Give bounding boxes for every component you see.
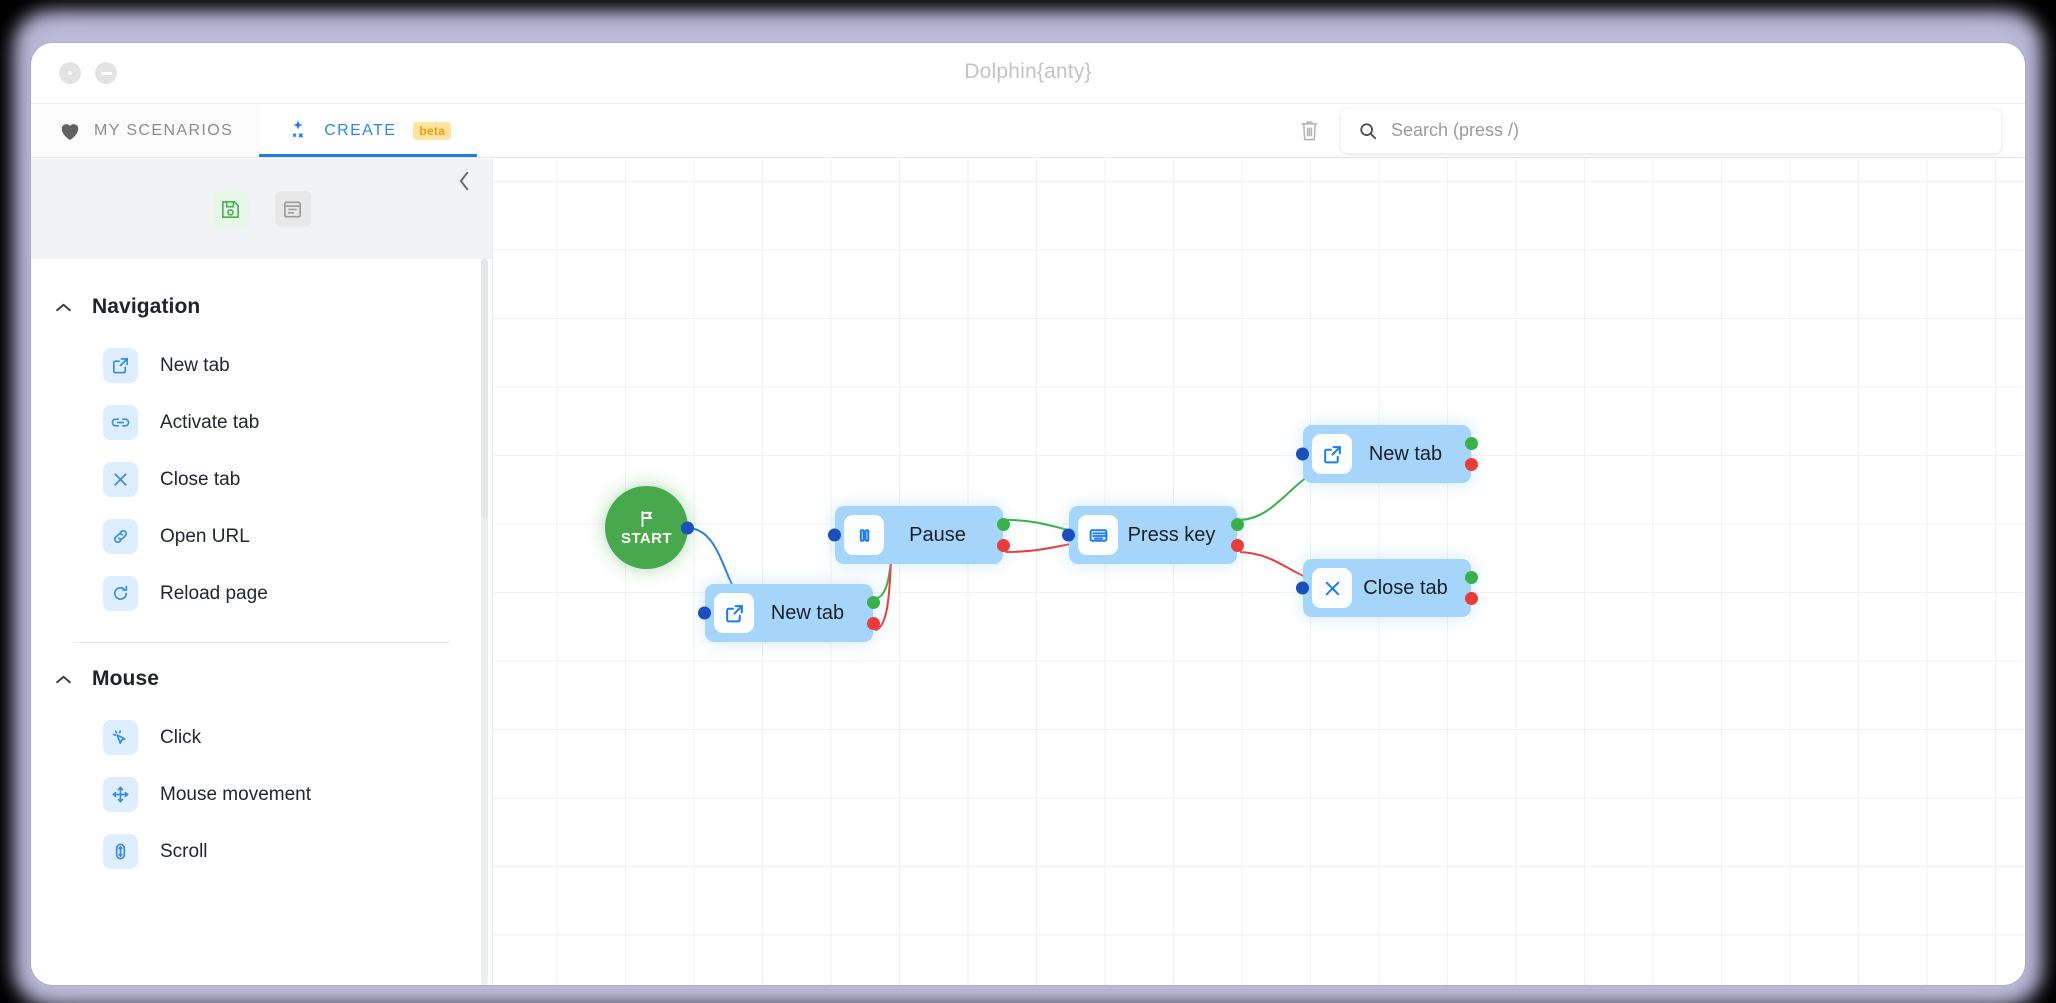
title-bar: Dolphin{anty} — [31, 43, 2025, 104]
trash-icon — [1299, 119, 1320, 142]
top-bar: MY SCENARIOS CREATE beta — [31, 104, 2025, 158]
sidebar-item-open-url-label: Open URL — [160, 526, 250, 548]
node-new-tab-1-success-port[interactable] — [867, 596, 880, 609]
node-pause-error-port[interactable] — [997, 539, 1010, 552]
top-bar-actions — [1289, 104, 2025, 157]
delete-button[interactable] — [1289, 111, 1329, 151]
tab-bar: MY SCENARIOS CREATE beta — [31, 104, 477, 157]
node-new-tab-2[interactable]: New tab — [1303, 425, 1471, 483]
app-body: Navigation New tab Activ — [31, 159, 2025, 985]
sidebar-group-mouse-header[interactable]: Mouse — [31, 649, 492, 709]
sidebar-item-click-label: Click — [160, 727, 201, 749]
node-new-tab-1-label: New tab — [754, 602, 873, 625]
node-press-key-input-port[interactable] — [1062, 529, 1075, 542]
node-new-tab-1-error-port[interactable] — [867, 617, 880, 630]
node-press-key-label: Press key — [1118, 524, 1237, 547]
node-pause-label: Pause — [884, 524, 1003, 547]
sidebar-list[interactable]: Navigation New tab Activ — [31, 259, 492, 985]
sidebar: Navigation New tab Activ — [31, 159, 493, 985]
node-press-key-success-port[interactable] — [1231, 518, 1244, 531]
node-new-tab-2-error-port[interactable] — [1465, 458, 1478, 471]
node-close-tab-label: Close tab — [1352, 577, 1471, 600]
scroll-icon — [103, 834, 138, 869]
sidebar-item-activate-tab[interactable]: Activate tab — [31, 394, 492, 451]
sidebar-group-navigation: Navigation New tab Activ — [31, 277, 492, 622]
cursor-click-icon — [103, 720, 138, 755]
external-link-icon — [714, 593, 754, 633]
sidebar-item-scroll[interactable]: Scroll — [31, 823, 492, 880]
node-close-tab-input-port[interactable] — [1296, 582, 1309, 595]
chain-link-icon — [103, 519, 138, 554]
node-new-tab-2-success-port[interactable] — [1465, 437, 1478, 450]
reload-icon — [103, 576, 138, 611]
sidebar-scrollbar-thumb[interactable] — [481, 259, 488, 519]
beta-badge: beta — [413, 122, 451, 140]
link-horizontal-icon — [103, 405, 138, 440]
sidebar-group-mouse: Mouse Click Mouse moveme — [31, 649, 492, 880]
close-x-icon — [103, 462, 138, 497]
sidebar-item-open-url[interactable]: Open URL — [31, 508, 492, 565]
chevron-up-icon — [55, 302, 72, 313]
sidebar-group-navigation-title: Navigation — [92, 295, 200, 319]
sidebar-item-reload-page[interactable]: Reload page — [31, 565, 492, 622]
flow-edges — [493, 159, 2025, 985]
move-arrows-icon — [103, 777, 138, 812]
keyboard-icon — [1078, 515, 1118, 555]
sidebar-item-close-tab[interactable]: Close tab — [31, 451, 492, 508]
sidebar-collapse-button[interactable] — [450, 167, 478, 195]
node-new-tab-1[interactable]: New tab — [705, 584, 873, 642]
sparkle-icon — [287, 119, 311, 143]
sidebar-toolbar — [31, 159, 492, 259]
sidebar-item-reload-page-label: Reload page — [160, 583, 268, 605]
document-icon — [282, 199, 303, 220]
search-input[interactable] — [1391, 120, 1983, 141]
sidebar-group-mouse-title: Mouse — [92, 667, 159, 691]
search-icon — [1359, 122, 1377, 140]
sidebar-item-new-tab[interactable]: New tab — [31, 337, 492, 394]
node-pause-input-port[interactable] — [828, 529, 841, 542]
node-new-tab-2-label: New tab — [1352, 443, 1471, 466]
sidebar-divider — [73, 642, 450, 643]
external-link-icon — [103, 348, 138, 383]
tab-create-label: CREATE — [324, 122, 396, 140]
node-close-tab-success-port[interactable] — [1465, 571, 1478, 584]
node-start-label: START — [621, 530, 672, 547]
tab-create[interactable]: CREATE beta — [259, 104, 477, 157]
flow-canvas[interactable]: START New tab — [493, 159, 2025, 985]
chevron-up-icon — [55, 674, 72, 685]
node-pause[interactable]: Pause — [835, 506, 1003, 564]
external-link-icon — [1312, 434, 1352, 474]
close-x-icon — [1312, 568, 1352, 608]
tab-my-scenarios-label: MY SCENARIOS — [94, 122, 233, 140]
sidebar-item-click[interactable]: Click — [31, 709, 492, 766]
node-close-tab[interactable]: Close tab — [1303, 559, 1471, 617]
save-button[interactable] — [213, 191, 249, 227]
sidebar-group-navigation-header[interactable]: Navigation — [31, 277, 492, 337]
node-new-tab-2-input-port[interactable] — [1296, 448, 1309, 461]
sidebar-item-mouse-movement[interactable]: Mouse movement — [31, 766, 492, 823]
node-start[interactable]: START — [605, 486, 688, 569]
sidebar-item-close-tab-label: Close tab — [160, 469, 240, 491]
node-pause-success-port[interactable] — [997, 518, 1010, 531]
sidebar-item-activate-tab-label: Activate tab — [160, 412, 259, 434]
pause-icon — [844, 515, 884, 555]
notes-button[interactable] — [275, 191, 311, 227]
search-box[interactable] — [1341, 109, 2001, 153]
flag-icon — [637, 509, 657, 529]
node-press-key[interactable]: Press key — [1069, 506, 1237, 564]
sidebar-item-new-tab-label: New tab — [160, 355, 230, 377]
tab-my-scenarios[interactable]: MY SCENARIOS — [31, 104, 259, 157]
save-icon — [220, 199, 241, 220]
sidebar-item-scroll-label: Scroll — [160, 841, 208, 863]
sidebar-scrollbar[interactable] — [481, 259, 488, 985]
chevron-left-icon — [458, 171, 471, 191]
heart-icon — [59, 121, 81, 141]
node-new-tab-1-input-port[interactable] — [698, 607, 711, 620]
node-close-tab-error-port[interactable] — [1465, 592, 1478, 605]
page-title: Dolphin{anty} — [31, 60, 2025, 84]
node-press-key-error-port[interactable] — [1231, 539, 1244, 552]
app-window: Dolphin{anty} MY SCENARIOS — [31, 43, 2025, 985]
node-start-output-port[interactable] — [681, 521, 694, 534]
sidebar-item-mouse-movement-label: Mouse movement — [160, 784, 311, 806]
